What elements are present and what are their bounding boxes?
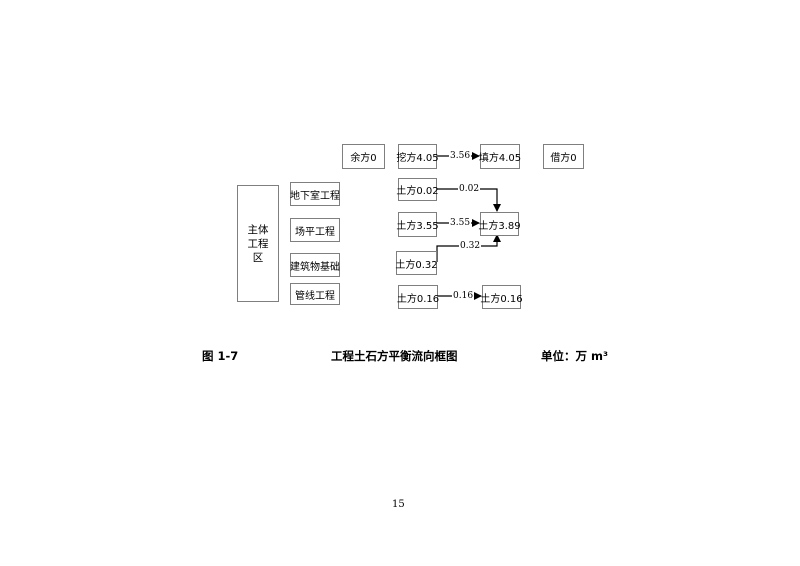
fill-label: 填方4.05	[478, 153, 522, 164]
main-project-area-box: 主体工程区	[237, 185, 279, 302]
merged-earth-label: 土方3.89	[478, 220, 521, 232]
flow-label-c: 0.32	[459, 241, 482, 251]
sub-project-basement: 地下室工程	[290, 182, 340, 206]
figure-number: 图 1-7	[202, 349, 239, 363]
source-earth-box: 土方3.55	[396, 212, 439, 237]
sub-project-label: 建筑物基础	[290, 261, 340, 273]
arrow-a	[437, 188, 501, 212]
main-project-area-label: 主体工程区	[247, 223, 269, 264]
merged-earth-box: 土方3.89	[478, 212, 521, 236]
page-number: 15	[392, 499, 405, 510]
flow-label-d: 0.16	[452, 291, 475, 301]
source-earth-label: 土方0.02	[396, 186, 439, 197]
figure-title: 工程土石方平衡流向框图	[331, 349, 458, 363]
sub-project-pipeline: 管线工程	[290, 283, 340, 305]
sub-project-label: 地下室工程	[290, 190, 340, 202]
sub-project-foundation: 建筑物基础	[290, 253, 340, 277]
flow-label-b: 3.55	[449, 218, 472, 228]
sub-project-label: 场平工程	[295, 226, 335, 238]
surplus-label: 余方0	[350, 153, 377, 164]
surplus-box: 余方0	[342, 144, 385, 169]
flow-label-excavation-to-fill: 3.56	[449, 151, 472, 161]
source-earth-label: 土方0.32	[395, 259, 438, 271]
fill-box: 填方4.05	[478, 144, 522, 169]
excavation-label: 挖方4.05	[396, 153, 439, 164]
excavation-box: 挖方4.05	[396, 144, 439, 169]
borrow-label: 借方0	[550, 153, 577, 164]
sub-project-site-leveling: 场平工程	[290, 218, 340, 242]
source-earth-label: 土方3.55	[396, 221, 439, 232]
borrow-box: 借方0	[543, 144, 584, 169]
source-earth-box: 土方0.02	[396, 178, 439, 201]
sub-project-label: 管线工程	[295, 290, 335, 302]
source-earth-box: 土方0.32	[395, 251, 438, 275]
source-earth-label: 土方0.16	[396, 293, 440, 305]
source-earth-box: 土方0.16	[396, 285, 440, 309]
pipeline-earth-box: 土方0.16	[480, 285, 523, 309]
unit-label: 单位：万 m³	[541, 349, 609, 363]
flow-label-a: 0.02	[458, 184, 481, 194]
pipeline-earth-label: 土方0.16	[480, 293, 523, 305]
